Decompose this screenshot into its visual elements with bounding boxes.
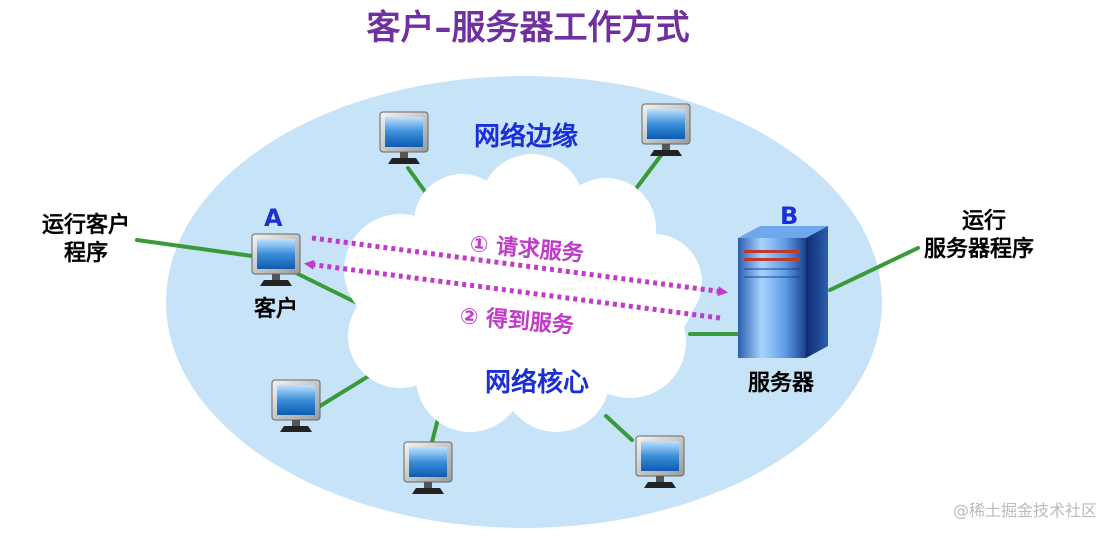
host-b-desc-line1: 运行	[962, 209, 1007, 234]
host-a-name: 客户	[254, 297, 299, 322]
host-b-letter: B	[780, 202, 799, 230]
server-icon	[738, 226, 828, 358]
host-b-name: 服务器	[748, 371, 815, 396]
link-server-right	[828, 246, 920, 292]
network-edge-label: 网络边缘	[474, 122, 579, 152]
link-pc-bottom-left	[318, 372, 374, 408]
page-title: 客户–服务器工作方式	[366, 8, 690, 48]
host-b-desc-line2: 服务器程序	[924, 237, 1035, 262]
host-a-desc-line2: 程序	[64, 241, 109, 266]
link-pc-bottom-right	[604, 414, 634, 442]
host-a-letter: A	[264, 204, 283, 232]
watermark: @稀土掘金技术社区	[952, 501, 1097, 520]
request-arrow	[311, 235, 728, 297]
host-a-desc-line1: 运行客户	[42, 213, 131, 238]
response-arrow	[304, 259, 721, 321]
link-a-left	[135, 238, 254, 258]
network-core-label: 网络核心	[485, 368, 590, 398]
link-a-core	[288, 268, 357, 304]
